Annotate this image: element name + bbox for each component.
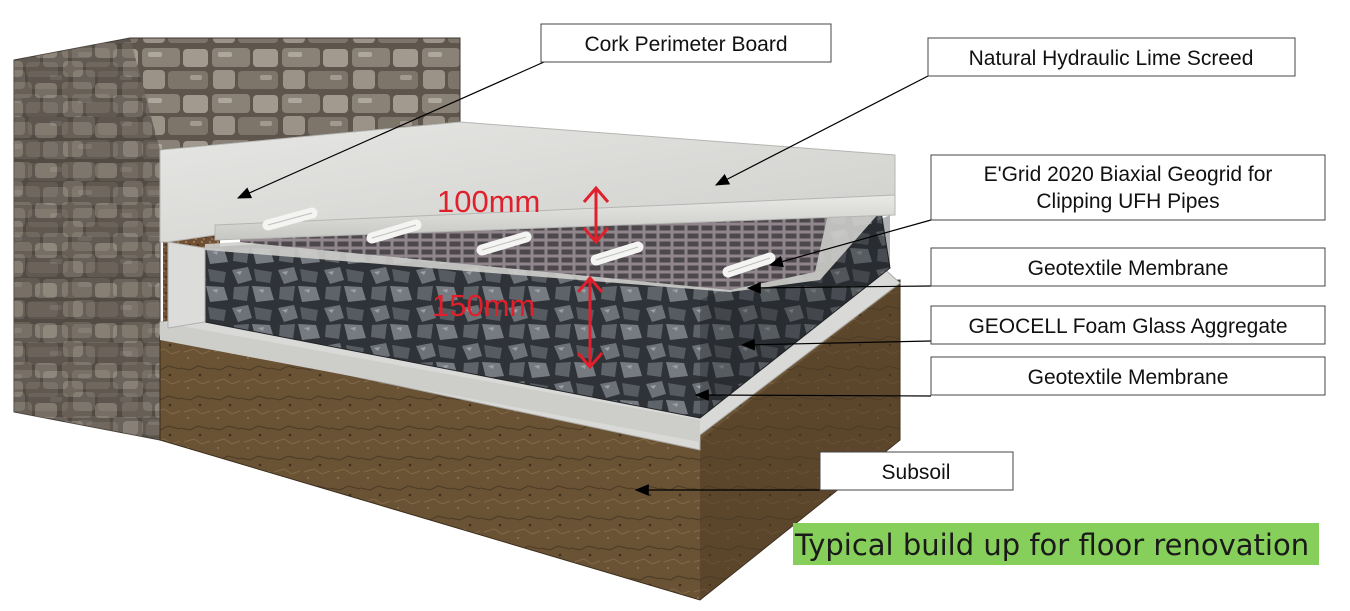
caption-banner: Typical build up for floor renovation <box>793 523 1319 565</box>
leader-screed <box>714 74 931 186</box>
ufh-pipe <box>590 241 644 266</box>
ufh-pipe <box>722 252 776 278</box>
label-lime-screed: Natural Hydraulic Lime Screed <box>927 37 1296 77</box>
label-geogrid: E'Grid 2020 Biaxial Geogrid for Clipping… <box>930 154 1326 221</box>
dimension-aggregate: 150mm <box>432 275 604 370</box>
ufh-pipe <box>262 207 318 231</box>
label-subsoil-text: Subsoil <box>882 461 951 484</box>
label-geotextile-lower: Geotextile Membrane <box>930 356 1326 396</box>
dimension-100mm-label: 100mm <box>437 184 540 219</box>
ufh-pipe <box>476 231 532 256</box>
label-lime-screed-text: Natural Hydraulic Lime Screed <box>969 47 1254 70</box>
label-geotextile-upper: Geotextile Membrane <box>930 247 1326 287</box>
label-geogrid-text-line1: E'Grid 2020 Biaxial Geogrid for <box>984 163 1273 186</box>
dimension-screed: 100mm <box>437 184 610 245</box>
label-foam-glass-text: GEOCELL Foam Glass Aggregate <box>968 315 1287 338</box>
leader-geogrid <box>768 219 932 268</box>
leader-geotextile-lower <box>694 389 932 401</box>
leader-cork <box>236 61 545 199</box>
caption-text: Typical build up for floor renovation <box>794 528 1309 562</box>
ufh-pipe <box>366 219 422 244</box>
label-subsoil: Subsoil <box>819 451 1014 491</box>
ufh-pipes <box>262 207 776 278</box>
dimension-150mm-label: 150mm <box>432 288 535 323</box>
label-foam-glass: GEOCELL Foam Glass Aggregate <box>930 305 1326 345</box>
label-cork-perimeter-board: Cork Perimeter Board <box>540 23 832 63</box>
label-geogrid-text-line2: Clipping UFH Pipes <box>1036 190 1219 213</box>
leader-foam-glass <box>740 338 932 351</box>
label-geotextile-upper-text: Geotextile Membrane <box>1028 257 1229 280</box>
leader-lines <box>236 61 932 496</box>
label-cork-perimeter-board-text: Cork Perimeter Board <box>584 33 787 56</box>
label-geotextile-lower-text: Geotextile Membrane <box>1028 366 1229 389</box>
leader-geotextile-upper <box>746 282 932 294</box>
